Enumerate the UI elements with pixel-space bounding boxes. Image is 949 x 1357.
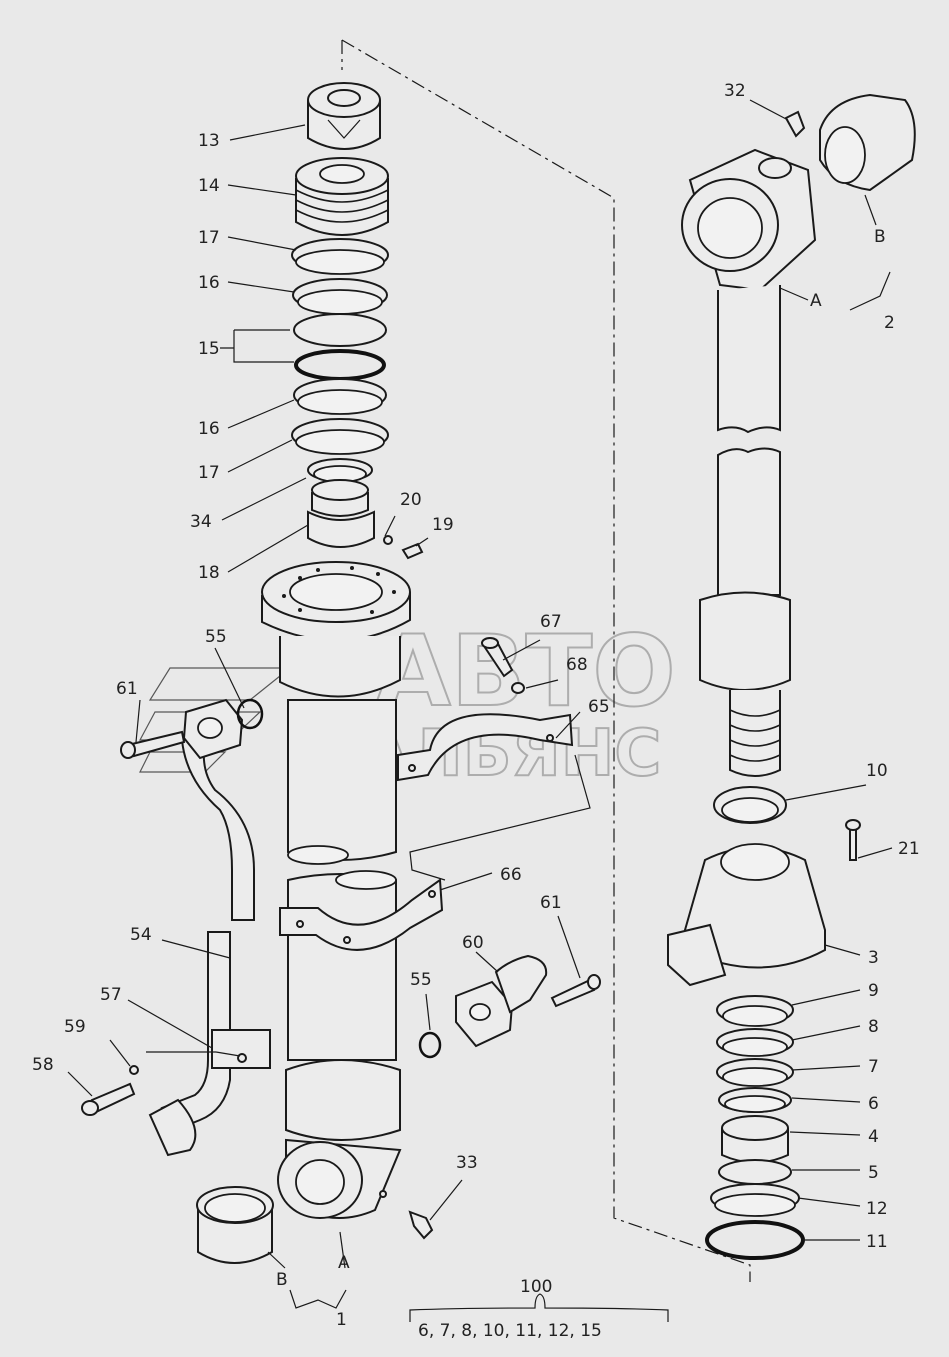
piston-rod: [699, 285, 791, 777]
label-2: 2: [884, 313, 895, 333]
label-32: 32: [724, 81, 746, 101]
label-33: 33: [456, 1153, 478, 1173]
watermark-line1: АВТО: [375, 615, 676, 729]
watermark-logo: АВТО АЛЬЯНС: [138, 614, 677, 792]
pipe-54: [148, 739, 255, 1157]
o-ring-55-lower: [418, 1031, 442, 1059]
bolt-67-washer-68: [481, 637, 525, 694]
label-55-upper: 55: [205, 627, 227, 647]
piston-nut-13: [307, 82, 381, 150]
label-100: 100: [520, 1277, 552, 1297]
piston-14: [295, 157, 389, 236]
label-17-lower: 17: [198, 463, 220, 483]
grease-fitting-33: [408, 1210, 434, 1240]
label-13: 13: [198, 131, 220, 151]
part-labels: 13 14 17 16 15 16 17 34 18 20 19 55 61 6…: [32, 81, 920, 1341]
label-16-upper: 16: [198, 273, 220, 293]
clamp-65: [397, 713, 574, 782]
label-60: 60: [462, 933, 484, 953]
seal-stack-right: [705, 995, 805, 1260]
label-7: 7: [868, 1057, 879, 1077]
bolt-58-washer-59: [81, 1051, 241, 1116]
label-12: 12: [866, 1199, 888, 1219]
label-20: 20: [400, 490, 422, 510]
label-19: 19: [432, 515, 454, 535]
clamp-66: [279, 878, 444, 951]
label-67: 67: [540, 612, 562, 632]
label-59: 59: [64, 1017, 86, 1037]
flange-60: [455, 954, 548, 1048]
label-9: 9: [868, 981, 879, 1001]
seal-rings-15-16-17: [291, 238, 389, 483]
bolt-61-upper: [120, 730, 186, 759]
label-14: 14: [198, 176, 220, 196]
piston-nut-18: [307, 479, 424, 560]
label-B-right: B: [874, 227, 886, 247]
rod-cover-stack: [667, 786, 861, 987]
label-3: 3: [868, 948, 879, 968]
label-61-upper: 61: [116, 679, 138, 699]
label-10: 10: [866, 761, 888, 781]
leader-lines: [67, 99, 893, 1322]
label-6: 6: [868, 1094, 879, 1114]
label-66: 66: [500, 865, 522, 885]
bushing-2: [819, 93, 916, 192]
label-58: 58: [32, 1055, 54, 1075]
label-61-lower: 61: [540, 893, 562, 913]
label-21: 21: [898, 839, 920, 859]
clamp-leader: [409, 754, 591, 881]
label-15: 15: [198, 339, 220, 359]
label-4: 4: [868, 1127, 879, 1147]
label-11: 11: [866, 1232, 888, 1252]
flange-55-upper: [182, 698, 264, 760]
label-A-left: A: [338, 1253, 350, 1273]
label-B-left: B: [276, 1270, 288, 1290]
label-1: 1: [336, 1310, 347, 1330]
label-68: 68: [566, 655, 588, 675]
label-kit-contents: 6, 7, 8, 10, 11, 12, 15: [418, 1321, 602, 1341]
label-34: 34: [190, 512, 212, 532]
label-55-lower: 55: [410, 970, 432, 990]
label-5: 5: [868, 1163, 879, 1183]
label-54: 54: [130, 925, 152, 945]
label-18: 18: [198, 563, 220, 583]
label-17-upper: 17: [198, 228, 220, 248]
label-57: 57: [100, 985, 122, 1005]
bolt-61-lower: [550, 974, 601, 1008]
label-16-lower: 16: [198, 419, 220, 439]
assembly-centerlines: [341, 39, 751, 1282]
label-8: 8: [868, 1017, 879, 1037]
cylinder-head: [261, 561, 411, 698]
clip-57: [211, 1029, 271, 1069]
cylinder-tube: [277, 699, 402, 1219]
label-A-right: A: [810, 291, 822, 311]
rod-eye: [681, 110, 817, 292]
label-65: 65: [588, 697, 610, 717]
pin-bushing-1: [196, 1186, 274, 1264]
